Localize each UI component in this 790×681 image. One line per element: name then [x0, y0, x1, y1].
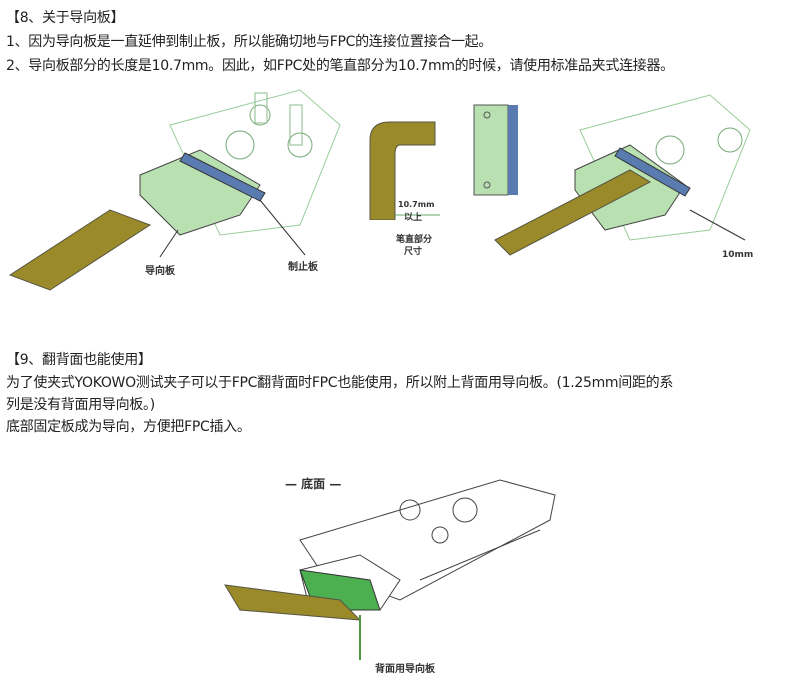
- bottom-label: — 底面 —: [285, 477, 342, 491]
- back-guide-label: 背面用导向板: [375, 664, 435, 675]
- guide-plate-side-illustration: [473, 104, 518, 196]
- clip-guide-illustration: [8, 89, 341, 291]
- section8-heading: 【8、关于导向板】: [6, 10, 125, 26]
- dim-label-10-7mm: 10.7mm: [398, 200, 435, 209]
- section9-heading: 【9、翻背面也能使用】: [6, 352, 152, 368]
- straight-part-label: 笔直部分: [396, 235, 433, 245]
- section9-line3: 底部固定板成为导向，方便把FPC插入。: [6, 419, 251, 435]
- label-stop-plate: 制止板: [288, 262, 318, 273]
- bottom-view-illustration: [224, 479, 556, 660]
- fpc-bend-illustration: [369, 121, 440, 220]
- section8-line1: 1、因为导向板是一直延伸到制止板，所以能确切地与FPC的连接位置接合一起。: [6, 34, 493, 50]
- section9-line2: 列是没有背面用导向板。): [6, 397, 155, 413]
- size-label: 尺寸: [404, 247, 423, 257]
- label-guide-plate: 导向板: [145, 266, 175, 277]
- clip-fpc-illustration: [494, 94, 751, 256]
- section8-line2: 2、导向板部分的长度是10.7mm。因此，如FPC处的笔直部分为10.7mm的时…: [6, 58, 674, 74]
- dim-label-10mm: 10mm: [722, 250, 754, 260]
- section9-line1: 为了使夹式YOKOWO测试夹子可以于FPC翻背面时FPC也能使用，所以附上背面用…: [6, 375, 674, 391]
- dim-label-above: 以上: [404, 213, 423, 223]
